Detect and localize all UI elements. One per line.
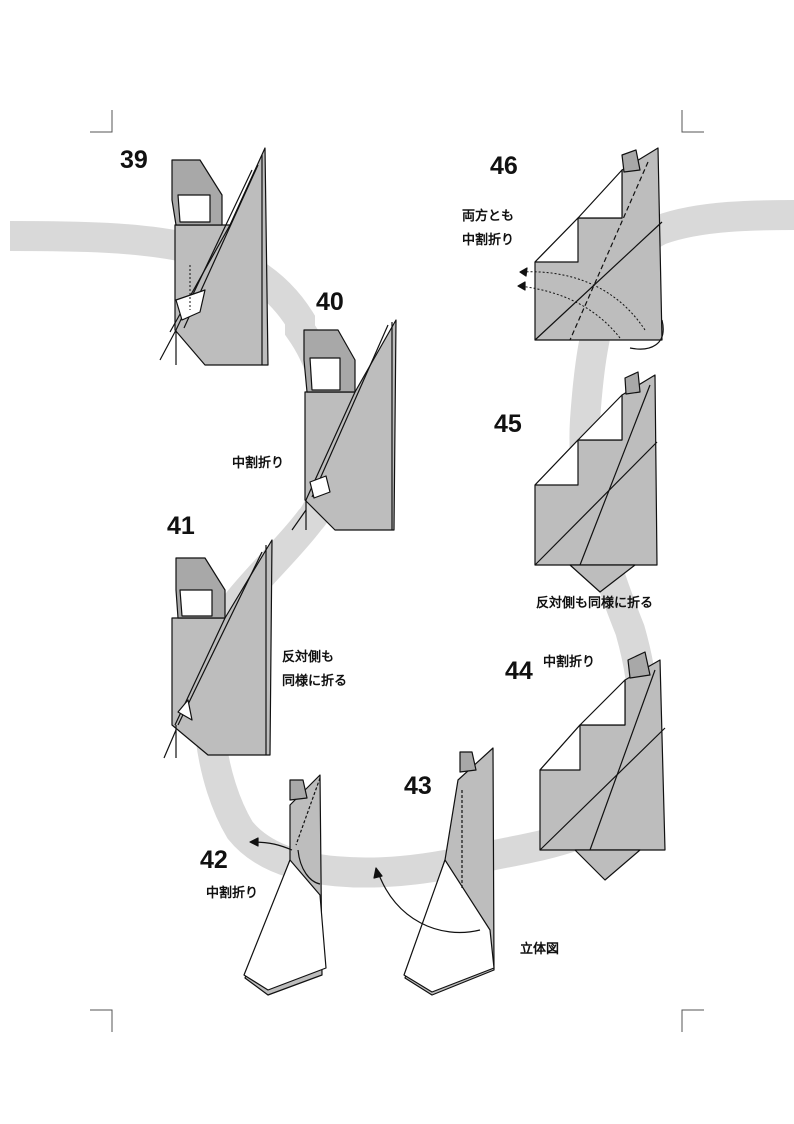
step-44-instruction: 中割折り — [543, 655, 596, 670]
step-40-figure — [291, 319, 397, 531]
guide-band — [9, 200, 794, 888]
step-43-note: 立体図 — [520, 942, 560, 957]
step-42-number: 42 — [200, 846, 228, 874]
step-42-figure — [243, 774, 327, 996]
step-41-instruction-line2: 同様に折る — [282, 674, 348, 689]
step-46-number: 46 — [490, 152, 518, 180]
step-41-figure — [163, 539, 273, 759]
step-39-figure — [159, 147, 269, 366]
step-40-number: 40 — [316, 288, 344, 316]
crop-marks — [90, 110, 704, 1032]
step-43-number: 43 — [404, 772, 432, 800]
step-45-number: 45 — [494, 410, 522, 438]
step-41-instruction-line1: 反対側も — [282, 650, 335, 665]
step-44-number: 44 — [505, 657, 533, 685]
step-43-figure — [373, 747, 495, 996]
step-41-number: 41 — [167, 512, 195, 540]
step-40-instruction: 中割折り — [232, 456, 285, 471]
step-39-number: 39 — [120, 146, 148, 174]
step-46-instruction-line2: 中割折り — [462, 233, 515, 248]
step-44-figure — [539, 651, 666, 881]
step-45-instruction: 反対側も同様に折る — [536, 596, 654, 611]
step-42-instruction: 中割折り — [206, 886, 259, 901]
step-46-instruction-line1: 両方とも — [462, 209, 515, 224]
step-45-figure — [534, 371, 658, 593]
step-46-figure — [517, 147, 664, 350]
